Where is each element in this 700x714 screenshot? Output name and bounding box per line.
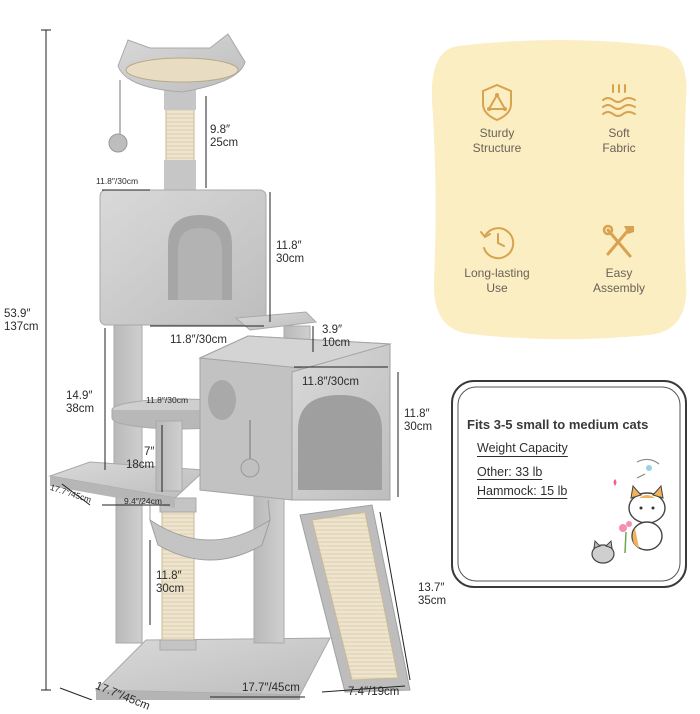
cats-illustration (591, 458, 666, 564)
capacity-card: Fits 3-5 small to medium cats Weight Cap… (449, 378, 689, 590)
ramp-in: 13.7″ (418, 582, 445, 594)
mid-condo-width-label: 11.8″/30cm (302, 376, 359, 388)
capacity-title: Fits 3-5 small to medium cats (467, 417, 649, 432)
total-height-cm: 137cm (4, 321, 39, 333)
mid-condo-height-label: 11.8″ 30cm (404, 408, 432, 434)
capacity-hammock: Hammock: 15 lb (477, 484, 568, 498)
left-h-in: 14.9″ (66, 390, 93, 402)
ramp-cm: 35cm (418, 595, 447, 607)
top-condo-width-label: 11.8″/30cm (170, 334, 227, 346)
feature-easy-assembly: Easy Assembly (564, 222, 674, 296)
total-height-label: 53.9″ 137cm (4, 308, 39, 334)
total-height-in: 53.9″ (4, 308, 31, 320)
feature-long-lasting: Long-lasting Use (442, 222, 552, 296)
left-height-label: 14.9″ 38cm (66, 390, 94, 416)
left-h-cm: 38cm (66, 403, 95, 415)
step-cm: 10cm (322, 337, 351, 349)
top-post-in: 9.8″ (210, 124, 231, 136)
feature-soft-text: Soft Fabric (602, 126, 636, 155)
top-condo-height-label: 11.8″ 30cm (276, 240, 304, 266)
base-width-label: 17.7″/45cm (242, 682, 300, 694)
capacity-heading: Weight Capacity (477, 441, 568, 455)
feature-sturdy: Sturdy Structure (442, 82, 552, 156)
top-condo-top-label: 11.8″/30cm (96, 176, 139, 186)
features-panel: Sturdy Structure Soft Fabric (428, 40, 690, 340)
tools-icon (602, 224, 634, 258)
ramp-length-label: 13.7″ 35cm (418, 582, 446, 608)
capacity-frame (451, 380, 687, 588)
lower-post-in: 11.8″ (156, 570, 182, 582)
triangle-shield-icon (482, 83, 512, 122)
left-platform-width-label: 9.4″/24cm (124, 496, 162, 506)
top-post-cm: 25cm (210, 137, 239, 149)
platform-gap-cm: 18cm (126, 459, 155, 471)
top-condo-h-in: 11.8″ (276, 240, 302, 252)
top-condo-h-cm: 30cm (276, 253, 305, 265)
soft-fabric-icon (602, 84, 636, 117)
feature-easy-assembly-text: Easy Assembly (592, 266, 645, 295)
ramp-width-label: 7.4″/19cm (348, 686, 400, 698)
lower-post-cm: 30cm (156, 583, 185, 595)
feature-sturdy-text: Sturdy Structure (472, 126, 522, 155)
round-platform-label: 11.8″/30cm (146, 395, 189, 405)
mid-condo-h-cm: 30cm (404, 421, 433, 433)
top-post-label: 9.8″ 25cm (210, 124, 238, 150)
capacity-other: Other: 33 lb (477, 465, 543, 479)
step-label: 3.9″ 10cm (322, 324, 350, 350)
feature-long-lasting-text: Long-lasting Use (464, 266, 530, 295)
platform-gap-in: 7″ (144, 446, 155, 458)
feature-soft: Soft Fabric (564, 82, 674, 156)
step-in: 3.9″ (322, 324, 343, 336)
clock-icon (480, 227, 515, 260)
platform-gap-label: 7″ 18cm (126, 446, 154, 472)
mid-condo-h-in: 11.8″ (404, 408, 430, 420)
lower-post-label: 11.8″ 30cm (156, 570, 184, 596)
